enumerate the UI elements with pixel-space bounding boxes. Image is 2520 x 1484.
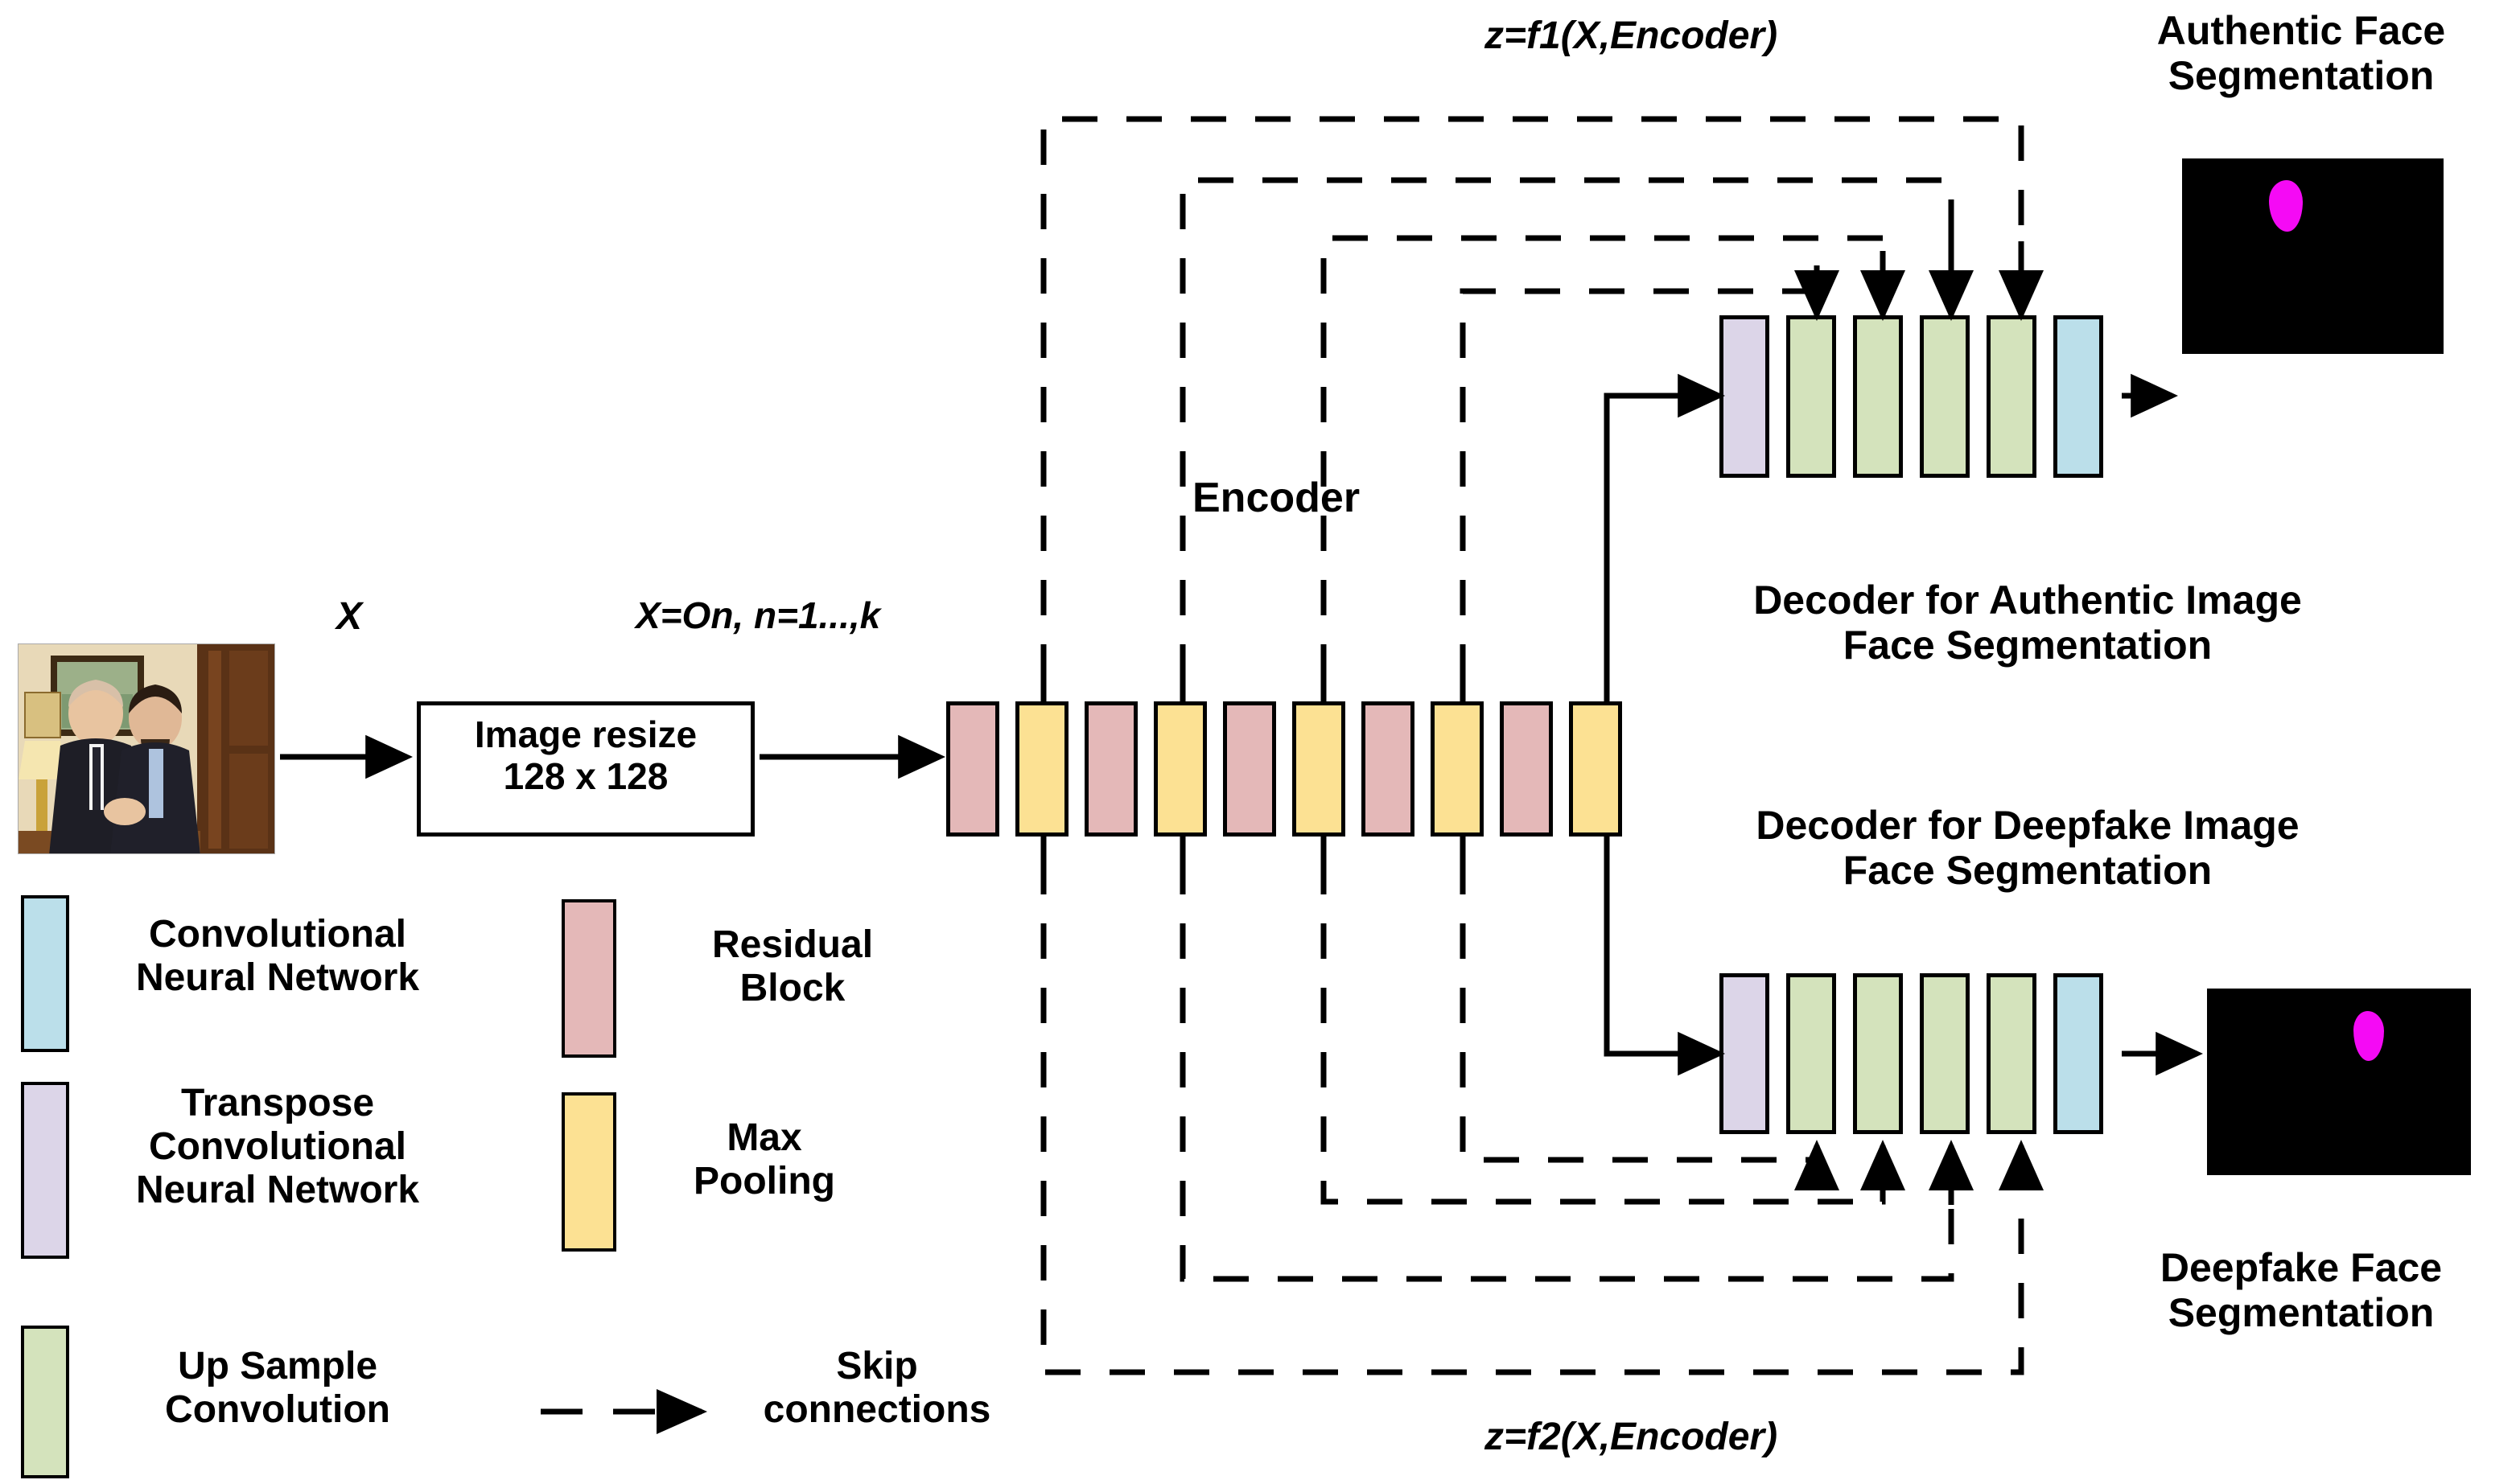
decoder-top-block-cnn bbox=[2053, 315, 2103, 478]
decoder-top-block-upsample-conv bbox=[1786, 315, 1836, 478]
encoder-label: Encoder bbox=[1192, 475, 1361, 521]
encoder-input-symbol-label: X=On, n=1...,k bbox=[636, 594, 881, 636]
legend-swatch-cnn bbox=[21, 895, 69, 1052]
encoder-block-residual-block bbox=[1223, 701, 1276, 837]
image-resize-block bbox=[417, 701, 755, 837]
decoder-bottom-block-cnn bbox=[2053, 973, 2103, 1134]
legend-swatch-transpose-cnn bbox=[21, 1082, 69, 1259]
input-photo bbox=[18, 643, 275, 854]
decoder-top-block-upsample-conv bbox=[1920, 315, 1970, 478]
encoder-block-residual-block bbox=[946, 701, 999, 837]
encoder-block-max-pooling bbox=[1431, 701, 1484, 837]
encoder-block-residual-block bbox=[1500, 701, 1553, 837]
encoder-block-max-pooling bbox=[1569, 701, 1622, 837]
input-symbol-label: X bbox=[336, 595, 363, 638]
decoder-bottom-block-upsample-conv bbox=[1987, 973, 2036, 1134]
equation-top-label: z=f1(X,Encoder) bbox=[1484, 14, 1778, 57]
encoder-block-residual-block bbox=[1085, 701, 1138, 837]
deepfake-segmentation-image bbox=[2207, 989, 2471, 1175]
deepfake-face-mask bbox=[2353, 1011, 2384, 1061]
legend-swatch-max-pooling bbox=[562, 1092, 616, 1252]
decoder-bottom-block-upsample-conv bbox=[1786, 973, 1836, 1134]
encoder-block-max-pooling bbox=[1015, 701, 1069, 837]
encoder-block-max-pooling bbox=[1154, 701, 1207, 837]
decoder-bottom-block-upsample-conv bbox=[1920, 973, 1970, 1134]
legend-swatch-residual-block bbox=[562, 899, 616, 1058]
decoder-top-block-upsample-conv bbox=[1853, 315, 1903, 478]
decoder-top-block-upsample-conv bbox=[1987, 315, 2036, 478]
decoder-bottom-block-upsample-conv bbox=[1853, 973, 1903, 1134]
authentic-face-mask bbox=[2269, 180, 2303, 232]
encoder-block-residual-block bbox=[1361, 701, 1414, 837]
authentic-segmentation-image bbox=[2182, 158, 2444, 354]
encoder-block-max-pooling bbox=[1292, 701, 1345, 837]
legend-swatch-upsample-conv bbox=[21, 1326, 69, 1478]
input-photo-graphic bbox=[19, 644, 274, 853]
equation-bottom-label: z=f2(X,Encoder) bbox=[1484, 1416, 1778, 1458]
